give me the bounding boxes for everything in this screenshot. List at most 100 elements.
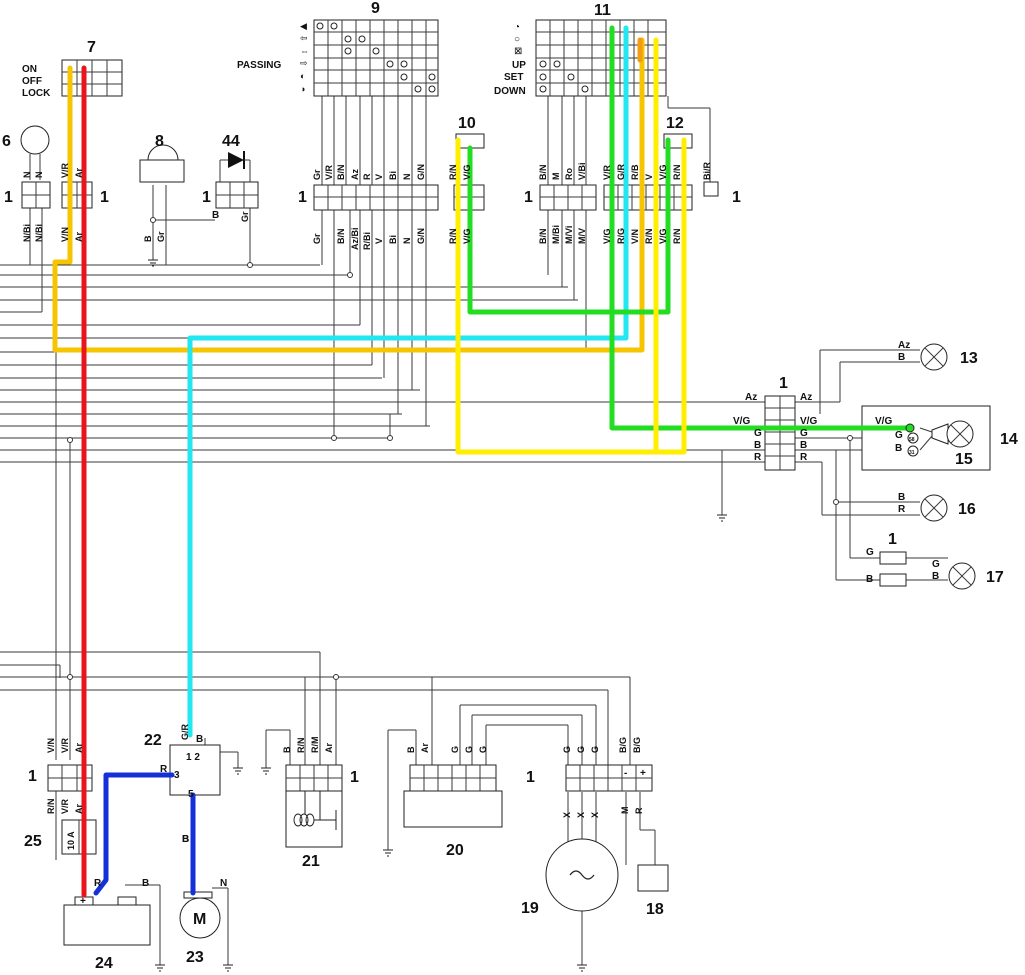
- turn-right-icon: ⇨: [300, 58, 308, 68]
- svg-text:-: -: [624, 768, 627, 779]
- wire-cyan: [187, 25, 629, 738]
- switch7-on: ON: [22, 64, 37, 75]
- svg-text:X: X: [590, 812, 600, 818]
- svg-text:N: N: [402, 238, 412, 245]
- svg-text:B: B: [932, 571, 939, 582]
- svg-text:V/Bi: V/Bi: [577, 162, 587, 180]
- label-1b: 1: [100, 189, 109, 206]
- label-1k: 1: [526, 769, 535, 786]
- svg-text:Ar: Ar: [74, 232, 84, 242]
- turn-left-icon: ⇦: [300, 33, 308, 43]
- svg-text:V/R: V/R: [60, 162, 70, 178]
- svg-text:Gr: Gr: [240, 211, 250, 222]
- svg-text:R/Bi: R/Bi: [362, 232, 372, 250]
- label-12: 12: [666, 115, 684, 132]
- svg-text:Ar: Ar: [420, 743, 430, 753]
- svg-text:Bi: Bi: [388, 235, 398, 244]
- label-1d: 1: [298, 189, 307, 206]
- svg-text:Ro: Ro: [564, 168, 574, 180]
- svg-text:G: G: [450, 746, 460, 753]
- svg-text:R/N: R/N: [296, 738, 306, 754]
- svg-text:Ar: Ar: [324, 743, 334, 753]
- highlighted-wires: [52, 25, 915, 898]
- svg-text:B/G: B/G: [632, 737, 642, 753]
- wire-yellow-1: [455, 137, 687, 455]
- svg-text:V/R: V/R: [324, 164, 334, 180]
- coil-icon: [293, 791, 337, 830]
- svg-text:B: B: [182, 834, 189, 845]
- svg-text:G/R: G/R: [180, 723, 190, 740]
- junction-dots: [67, 217, 853, 680]
- svg-text:V/N: V/N: [60, 227, 70, 242]
- switch-9-icons: ◀ ⇦ ⇔ ⇨ ◐ ◑: [300, 21, 309, 94]
- svg-text:Az: Az: [898, 340, 910, 351]
- svg-text:M/V: M/V: [577, 228, 587, 244]
- label-1j: 1: [350, 769, 359, 786]
- lamp-16-icon: [920, 494, 948, 522]
- svg-text:V: V: [644, 174, 654, 180]
- label-8: 8: [155, 133, 164, 150]
- label-19: 19: [521, 900, 539, 917]
- label-24: 24: [95, 955, 113, 972]
- label-10: 10: [458, 115, 476, 132]
- svg-text:G: G: [562, 746, 572, 753]
- svg-text:R/N: R/N: [672, 165, 682, 181]
- wire-green-2: [609, 25, 913, 431]
- label-9: 9: [371, 0, 380, 17]
- svg-text:G/N: G/N: [416, 228, 426, 244]
- svg-text:R/N: R/N: [448, 165, 458, 181]
- svg-text:G: G: [866, 547, 874, 558]
- wire-gold: [52, 37, 645, 353]
- label-1e: 1: [524, 189, 533, 206]
- svg-text:Bi/R: Bi/R: [702, 161, 712, 180]
- svg-text:B: B: [895, 443, 902, 454]
- svg-text:B: B: [754, 440, 761, 451]
- wire-green-1: [467, 137, 671, 315]
- svg-text:M/Bi: M/Bi: [551, 225, 561, 244]
- label-1h: 1: [888, 531, 897, 548]
- switch11-down: DOWN: [494, 86, 526, 97]
- circle-icon: ○: [514, 34, 520, 45]
- svg-text:M: M: [551, 173, 561, 181]
- svg-text:N/Bi: N/Bi: [22, 224, 32, 242]
- svg-text:31: 31: [909, 450, 915, 456]
- fuse-label: 10 A: [66, 831, 76, 850]
- svg-text:V/G: V/G: [658, 228, 668, 244]
- switch-11-icons: ◔ ○ ⊠: [514, 22, 522, 57]
- label-13: 13: [960, 350, 978, 367]
- svg-text:V: V: [374, 174, 384, 180]
- label-17: 17: [986, 569, 1004, 586]
- svg-text:V/G: V/G: [875, 416, 892, 427]
- svg-text:R/G: R/G: [616, 228, 626, 244]
- svg-text:V: V: [374, 238, 384, 244]
- lamp-17-icon: [948, 562, 976, 590]
- thin-wires: [20, 96, 948, 965]
- svg-text:R: R: [800, 452, 808, 463]
- label-44: 44: [222, 133, 240, 150]
- svg-text:V/G: V/G: [733, 416, 750, 427]
- svg-text:X: X: [562, 812, 572, 818]
- svg-text:R: R: [160, 764, 168, 775]
- svg-text:Bi: Bi: [388, 171, 398, 180]
- svg-text:Az: Az: [350, 169, 360, 180]
- svg-text:Ar: Ar: [74, 168, 84, 178]
- svg-text:B: B: [282, 746, 292, 753]
- svg-text:G: G: [932, 559, 940, 570]
- svg-text:B/N: B/N: [336, 165, 346, 181]
- svg-text:N: N: [220, 878, 227, 889]
- lamp-15-icon: [907, 420, 974, 457]
- svg-text:V/N: V/N: [630, 229, 640, 244]
- component-boxes: [21, 19, 991, 946]
- svg-text:Gr: Gr: [156, 231, 166, 242]
- ground-icon: [233, 767, 243, 775]
- svg-text:V/G: V/G: [800, 416, 817, 427]
- svg-text:B: B: [142, 878, 149, 889]
- svg-text:B: B: [182, 834, 189, 845]
- ground-icon: [577, 964, 587, 972]
- svg-text:B: B: [866, 574, 873, 585]
- ground-icon: [155, 964, 165, 972]
- ground-icon: [383, 849, 393, 857]
- svg-text:R: R: [362, 173, 372, 180]
